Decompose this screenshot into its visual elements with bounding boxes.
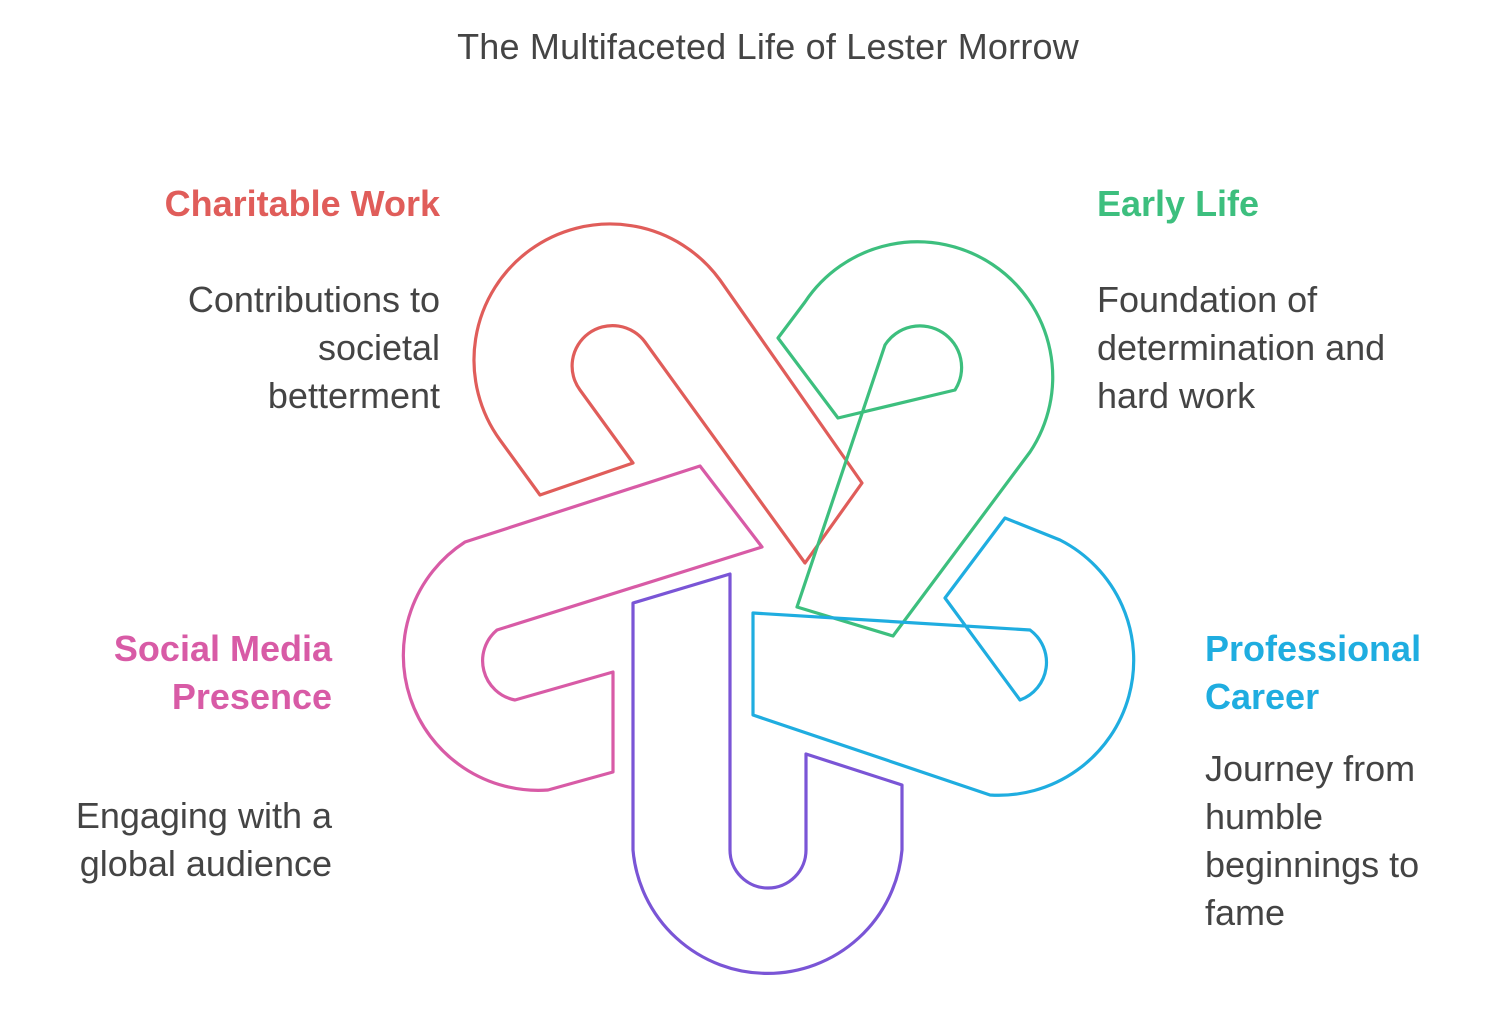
social-label-line: Presence: [171, 676, 332, 717]
charitable-loop: [472, 222, 864, 565]
professional-label-line: Professional: [1205, 628, 1422, 669]
charitable-description: Contributions to societal betterment: [100, 276, 440, 420]
early-life-label: Early Life: [1097, 183, 1260, 224]
social-desc-line: Engaging with a: [75, 795, 332, 836]
social-desc-line: global audience: [79, 843, 332, 884]
diagram-title: The Multifaceted Life of Lester Morrow: [457, 26, 1079, 67]
early-life-desc-line: Foundation of: [1097, 279, 1318, 320]
social-label-line: Social Media: [113, 628, 332, 669]
charitable-desc-line: Contributions to: [187, 279, 440, 320]
professional-desc-line: humble: [1205, 796, 1324, 837]
professional-label: Professional Career: [1205, 625, 1475, 721]
early-life-desc-line: hard work: [1097, 375, 1256, 416]
early-life-loop: [776, 240, 1055, 638]
charitable-desc-line: societal: [317, 327, 440, 368]
center-loop: [631, 572, 904, 975]
professional-desc-line: fame: [1205, 892, 1286, 933]
professional-desc-line: beginnings to: [1205, 844, 1420, 885]
social-loop: [401, 464, 764, 792]
social-media-label: Social Media Presence: [40, 625, 332, 721]
professional-description: Journey from humble beginnings to fame: [1205, 745, 1475, 937]
charitable-desc-line: betterment: [267, 375, 440, 416]
professional-label-line: Career: [1205, 676, 1320, 717]
early-life-desc-line: determination and: [1097, 327, 1386, 368]
professional-desc-line: Journey from: [1205, 748, 1416, 789]
charitable-label: Charitable Work: [164, 183, 440, 224]
social-media-description: Engaging with a global audience: [20, 792, 332, 888]
early-life-description: Foundation of determination and hard wor…: [1097, 276, 1467, 420]
professional-loop: [751, 516, 1136, 797]
